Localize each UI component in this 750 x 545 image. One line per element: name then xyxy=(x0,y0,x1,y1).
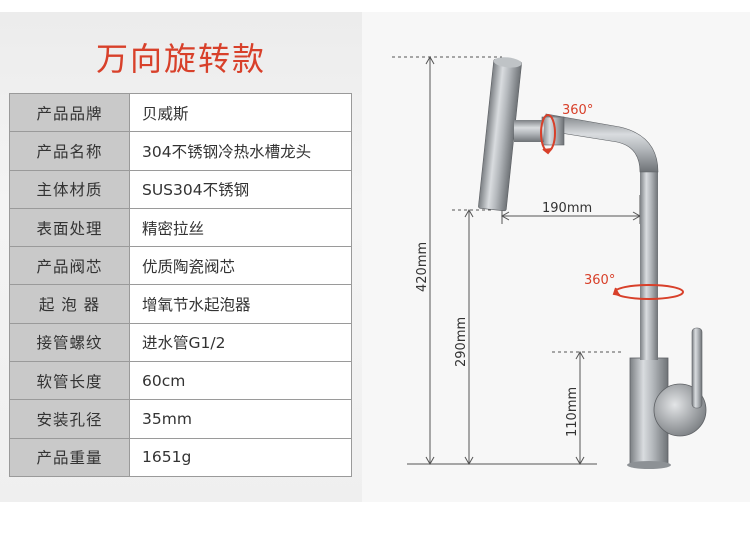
spec-value: 进水管G1/2 xyxy=(129,322,352,363)
page-title: 万向旋转款 xyxy=(95,40,266,78)
spec-row: 产品阀芯优质陶瓷阀芯 xyxy=(9,246,352,286)
spec-row: 表面处理精密拉丝 xyxy=(9,207,352,248)
dimension-guides xyxy=(392,55,642,466)
spec-key: 产品名称 xyxy=(9,131,130,171)
spec-value: 增氧节水起泡器 xyxy=(129,284,352,324)
spout-height-label: 290mm xyxy=(454,317,469,367)
spec-row: 起 泡 器增氧节水起泡器 xyxy=(9,284,352,324)
faucet-diagram: 360° 360° 190mm 420mm 290mm 110mm xyxy=(392,55,707,469)
faucet-illustration xyxy=(478,57,707,469)
spec-value: 1651g xyxy=(129,437,352,477)
spec-row: 接管螺纹进水管G1/2 xyxy=(9,322,352,363)
spec-value: 优质陶瓷阀芯 xyxy=(129,246,352,286)
spec-key: 产品阀芯 xyxy=(9,246,130,286)
spec-key: 软管长度 xyxy=(9,361,130,401)
rotation-indicator-mid xyxy=(612,284,684,300)
spec-key: 接管螺纹 xyxy=(9,322,130,363)
spec-key: 表面处理 xyxy=(9,207,130,248)
spec-value: SUS304不锈钢 xyxy=(129,169,352,209)
reach-label: 190mm xyxy=(542,201,592,216)
spec-value: 贝威斯 xyxy=(129,92,352,133)
rotation-indicator-top xyxy=(540,114,556,155)
spec-value: 60cm xyxy=(129,361,352,401)
spec-key: 产品品牌 xyxy=(9,92,130,133)
spec-value: 35mm xyxy=(129,399,352,439)
spec-key: 安装孔径 xyxy=(9,399,130,439)
rotation-label-mid: 360° xyxy=(584,273,615,288)
spec-row: 产品品牌贝威斯 xyxy=(9,92,352,133)
spec-key: 起 泡 器 xyxy=(9,284,130,324)
spec-key: 主体材质 xyxy=(9,169,130,209)
body-height-label: 110mm xyxy=(565,387,580,437)
spec-key: 产品重量 xyxy=(9,437,130,477)
spec-value: 精密拉丝 xyxy=(129,207,352,248)
rotation-label-top: 360° xyxy=(562,103,593,118)
total-height-label: 420mm xyxy=(415,242,430,292)
spec-value: 304不锈钢冷热水槽龙头 xyxy=(129,131,352,171)
